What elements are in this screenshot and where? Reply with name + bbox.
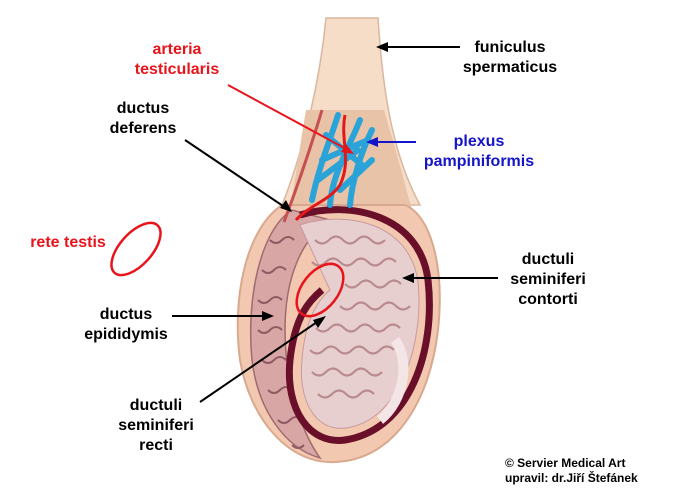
label-funiculus-spermaticus: funiculus spermaticus [455, 38, 565, 78]
label-line: plexus [453, 133, 505, 150]
label-line: funiculus [474, 39, 546, 56]
credit-text: © Servier Medical Art upravil: dr.Jiří Š… [505, 456, 638, 486]
label-line: recti [139, 437, 173, 454]
label-ductus-epididymis: ductus epididymis [78, 305, 174, 345]
label-ductus-deferens: ductus deferens [98, 99, 188, 139]
arrowhead-ductus-deferens [280, 200, 292, 212]
label-line: arteria [152, 41, 202, 58]
label-line: ductus [116, 100, 170, 117]
ductus-deferens-tube [282, 109, 324, 223]
label-ductuli-seminiferi-recti: ductuli seminiferi recti [108, 396, 204, 456]
credit-line: upravil: dr.Jiří Štefánek [505, 471, 638, 485]
label-line: deferens [109, 120, 177, 137]
testicular-artery [294, 114, 348, 222]
label-rete-testis: rete testis [20, 233, 116, 253]
label-line: testicularis [134, 61, 220, 78]
label-line: rete testis [30, 234, 106, 251]
leader-arteria [227, 84, 349, 151]
leader-lines [172, 46, 498, 403]
label-line: contorti [518, 291, 578, 308]
arrowhead-epididymis [262, 311, 274, 321]
arrowhead-funiculus [376, 42, 388, 52]
label-line: ductuli [129, 397, 183, 414]
label-line: seminiferi [118, 417, 194, 434]
label-ductuli-seminiferi-contorti: ductuli seminiferi contorti [500, 250, 596, 310]
credit-line: © Servier Medical Art [505, 456, 626, 470]
arrowhead-plexus [366, 137, 378, 147]
leader-ductus-deferens [184, 139, 287, 209]
label-line: pampiniformis [423, 153, 535, 170]
testis-parenchyma [299, 218, 420, 429]
tunica-albuginea [285, 206, 433, 444]
label-line: seminiferi [510, 271, 586, 288]
label-line: ductuli [521, 251, 575, 268]
arrowhead-recti [313, 316, 326, 328]
label-plexus-pampiniformis: plexus pampiniformis [414, 132, 544, 172]
label-arteria-testicularis: arteria testicularis [122, 40, 232, 80]
label-line: ductus [99, 306, 153, 323]
pampiniform-plexus [309, 112, 375, 208]
label-line: epididymis [84, 326, 168, 343]
arrowhead-arteria [341, 144, 354, 154]
seminiferous-tubule-coils [309, 235, 411, 399]
rete-testis-key [110, 221, 162, 277]
leader-recti [199, 319, 321, 403]
arrowhead-contorti [402, 273, 414, 283]
label-line: spermaticus [462, 59, 558, 76]
septum-highlight [376, 337, 409, 424]
rete-testis-marker [295, 262, 345, 318]
